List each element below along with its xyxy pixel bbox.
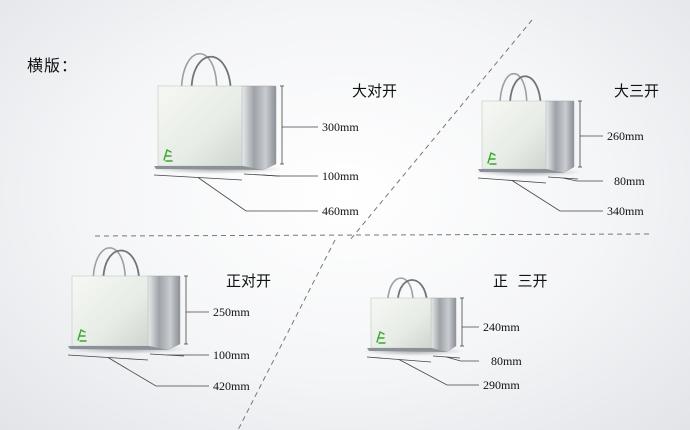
bag-handle-back (180, 52, 218, 91)
bag-handle-front (509, 75, 542, 106)
bag-title-zheng-dui-kai: 正对开 (226, 272, 272, 290)
bag-width-leader (511, 180, 603, 212)
bag-depth-leader (562, 177, 603, 182)
bag-da-dui-kai (150, 52, 318, 212)
bag-height-zheng-san-kai: 240mm (483, 320, 520, 334)
bag-title-da-dui-kai: 大对开 (352, 82, 398, 100)
bag-title-da-san-kai: 大三开 (614, 82, 660, 100)
recycle-bag-logo-icon (376, 331, 386, 344)
divider-diagonal-top (349, 19, 533, 241)
bag-width-leader (197, 177, 318, 212)
bag-handle-front (102, 249, 141, 281)
bag-width-leader (398, 359, 479, 386)
recycle-bag-logo-icon (77, 329, 87, 342)
bag-height-da-san-kai: 260mm (607, 129, 644, 143)
bag-front-panel (157, 85, 243, 167)
bag-width-da-dui-kai: 460mm (322, 204, 359, 218)
bag-bottom-fold (367, 348, 446, 352)
bag-width-line (477, 177, 547, 184)
bag-front-panel (370, 297, 432, 349)
recycle-bag-logo-icon (163, 149, 173, 162)
bag-handle-front (190, 55, 232, 91)
recycle-bag-logo-icon (487, 152, 497, 165)
page-heading: 横版： (27, 56, 79, 75)
bag-title-zheng-san-kai: 正 三开 (493, 272, 548, 290)
bag-height-da-dui-kai: 300mm (322, 120, 359, 134)
bag-depth-zheng-san-kai: 80mm (491, 354, 522, 368)
bag-handle-front (396, 279, 428, 303)
bag-depth-da-dui-kai: 100mm (322, 169, 359, 183)
divider-horizontal (94, 233, 651, 237)
bag-height-zheng-dui-kai: 250mm (213, 305, 250, 319)
bag-depth-leader (446, 356, 479, 362)
bag-side-panel (147, 275, 181, 351)
bag-handle-back (387, 277, 414, 303)
bag-da-san-kai (474, 73, 603, 212)
bag-side-panel (241, 85, 277, 171)
bag-bottom-fold (154, 166, 263, 170)
bag-width-da-san-kai: 340mm (607, 204, 644, 218)
bag-zheng-dui-kai (64, 247, 209, 387)
bag-depth-da-san-kai: 80mm (614, 174, 645, 188)
bag-width-zheng-san-kai: 290mm (483, 378, 520, 392)
bag-bottom-fold (68, 346, 168, 350)
bag-depth-leader (261, 174, 318, 177)
bag-depth-zheng-dui-kai: 100mm (213, 348, 250, 362)
bag-zheng-san-kai (363, 277, 479, 386)
bag-width-zheng-dui-kai: 420mm (213, 379, 250, 393)
bag-side-panel (430, 297, 457, 353)
bag-front-panel (481, 100, 547, 170)
bag-width-leader (107, 357, 209, 387)
bag-bottom-fold (478, 169, 563, 173)
bag-side-panel (545, 100, 575, 174)
bag-handle-back (92, 247, 126, 281)
bag-handle-back (499, 73, 528, 106)
divider-diagonal-bottom (237, 239, 336, 430)
